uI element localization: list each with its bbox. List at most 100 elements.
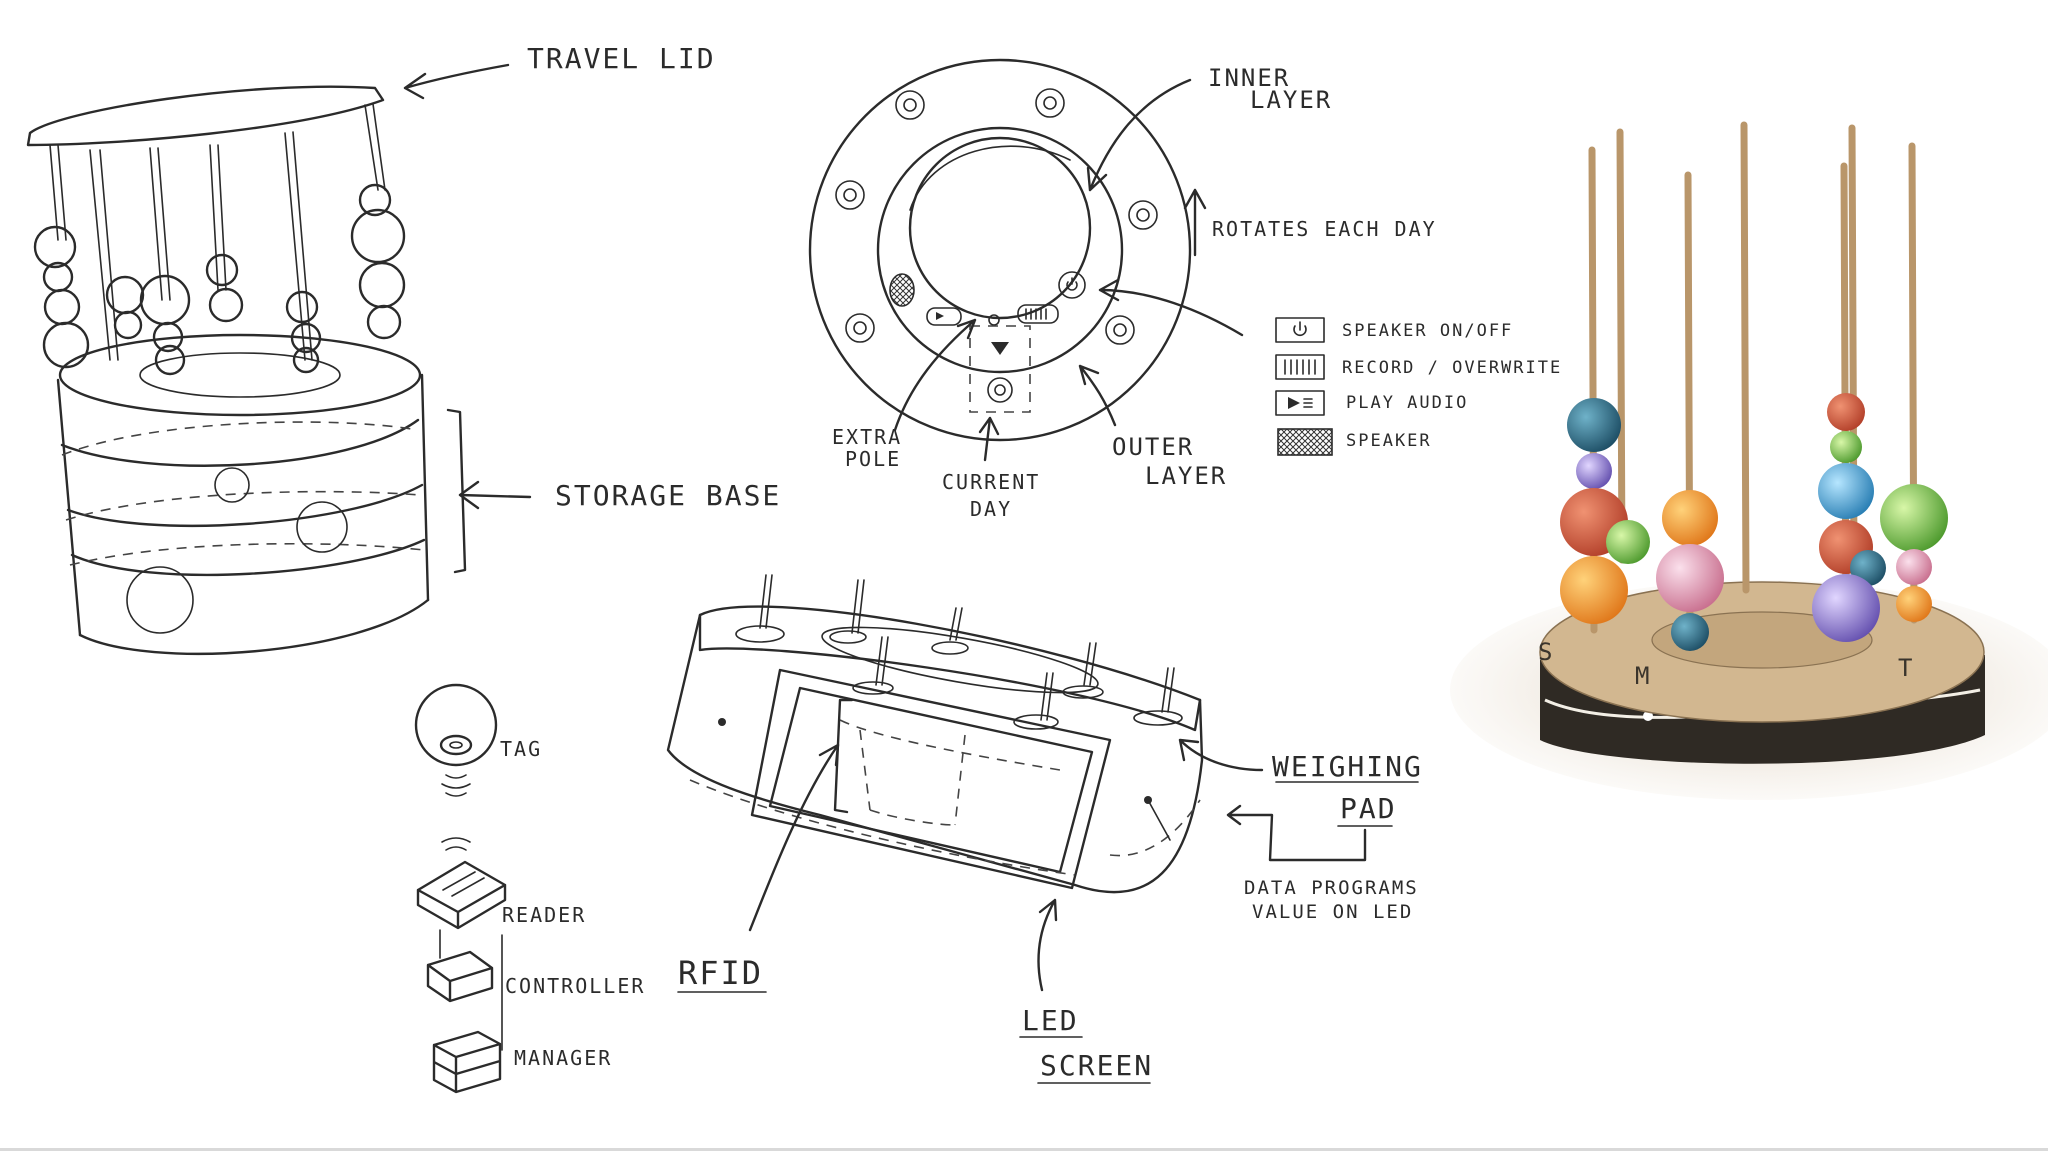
bottom-rule [0,1148,2048,1151]
led-screen-label-line-2: SCREEN [1040,1049,1153,1082]
colored-render: S M T [1450,121,2048,800]
storage-base-label: STORAGE BASE [555,479,781,512]
render-day-letter-m: M [1635,662,1649,690]
data-programs-label-line-2: VALUE ON LED [1252,901,1413,923]
data-programs-connector [1226,804,1367,862]
hidden-container-lines [839,719,1061,826]
bead [1662,490,1718,546]
power-icon [1293,321,1307,337]
hidden-bead-2 [296,501,348,553]
current-day-label-line-2: DAY [970,497,1012,521]
tag-chip-center [449,741,463,749]
pad-top-surface [698,605,1202,732]
pad-sensor-dot [718,718,726,726]
bead [1576,453,1612,489]
weighing-pad-label-line-1: WEIGHING [1272,750,1423,783]
inner-ring [876,126,1124,374]
hidden-bead-3 [126,566,194,634]
controller-label: CONTROLLER [505,974,645,998]
reader-device [416,860,507,930]
bead [1567,398,1621,452]
bead [1656,544,1724,612]
legend-item-speaker-onoff: SPEAKER ON/OFF [1275,317,1513,343]
pad-body-outline [666,613,1204,894]
storage-base-bracket [446,408,467,574]
power-callout-arrow [1098,278,1244,337]
bead [1827,393,1865,431]
render-day-letter-t: T [1898,654,1912,682]
legend-item-record: RECORD / OVERWRITE [1275,354,1562,380]
lid-poles [49,103,386,361]
outer-ring [808,58,1192,442]
legend-record-box [1275,354,1325,380]
legend-label: RECORD / OVERWRITE [1342,358,1562,378]
play-audio-button[interactable] [926,307,962,326]
play-audio-icon [1288,397,1300,409]
bead [1560,556,1628,624]
weighing-pad-underline [1275,781,1419,827]
travel-lid-arrow [403,63,510,100]
legend-play-box [1275,390,1325,416]
pad-sensor-lead [1147,799,1171,841]
travel-lid-label: TRAVEL LID [527,42,716,75]
bead [1818,463,1874,519]
current-day-label-line-1: CURRENT [942,470,1040,494]
lid-beads [33,183,406,376]
play-audio-lines [1303,398,1313,408]
pad-center-recess [821,626,1099,694]
outer-ring-pads [835,88,1158,345]
manager-label: MANAGER [514,1046,612,1070]
bead [1896,549,1932,585]
render-beads [1560,393,1948,651]
hidden-bead-1 [214,467,250,503]
power-icon [1066,277,1078,291]
pad-pegs [735,574,1183,730]
play-audio-icon [936,312,944,320]
legend-label: SPEAKER ON/OFF [1342,321,1513,341]
drawer-line-1 [60,418,420,467]
record-icon [1025,308,1047,320]
record-button[interactable] [1017,304,1059,324]
bead [1830,431,1862,463]
extra-pole-arrow [893,318,977,432]
controller-device [426,950,494,1003]
rfid-led-underlines [677,991,1151,1084]
center-hole-shading [909,145,1071,211]
weighing-pad-sketch [666,574,1419,1084]
rfid-system-sketch [414,683,507,1094]
data-programs-label-line-1: DATA PROGRAMS [1244,877,1419,899]
inner-layer-label-line-2: LAYER [1250,86,1332,114]
status-dot [988,314,1000,326]
tag-signal-icon [441,774,471,797]
legend-label: PLAY AUDIO [1346,393,1468,413]
bead [1880,484,1948,552]
outer-layer-label-line-1: OUTER [1112,433,1194,461]
base-walls [56,373,430,637]
storage-base-arrow [458,480,532,510]
record-icon [1284,359,1316,375]
legend-item-play-audio: PLAY AUDIO [1275,390,1468,416]
top-view-ring-sketch [808,58,1244,462]
extra-pole-pad [987,377,1013,403]
inner-layer-arrow [1086,78,1192,192]
drawer-line-3 [70,538,426,577]
legend-item-speaker: SPEAKER [1277,428,1430,456]
led-screen-label-line-1: LED [1022,1004,1079,1037]
base-hidden-lines [61,421,425,566]
weighing-pad-label-line-2: PAD [1340,792,1397,825]
storage-unit-sketch [26,63,532,656]
legend-power-box [1275,317,1325,343]
button-legend: SPEAKER ON/OFF RECORD / OVERWRITE PLAY A… [1275,317,1562,456]
tag-label: TAG [500,737,542,761]
tag-bead [414,683,498,767]
power-button[interactable] [1058,271,1086,299]
render-day-letter-s: S [1538,638,1552,666]
base-bottom-edge [78,598,430,656]
reader-slot [442,871,485,897]
bead [1896,586,1932,622]
travel-lid-shape [26,85,385,147]
tag-chip [439,734,473,756]
rotates-arrow [1183,188,1207,257]
led-screen-arrow [1037,898,1058,992]
